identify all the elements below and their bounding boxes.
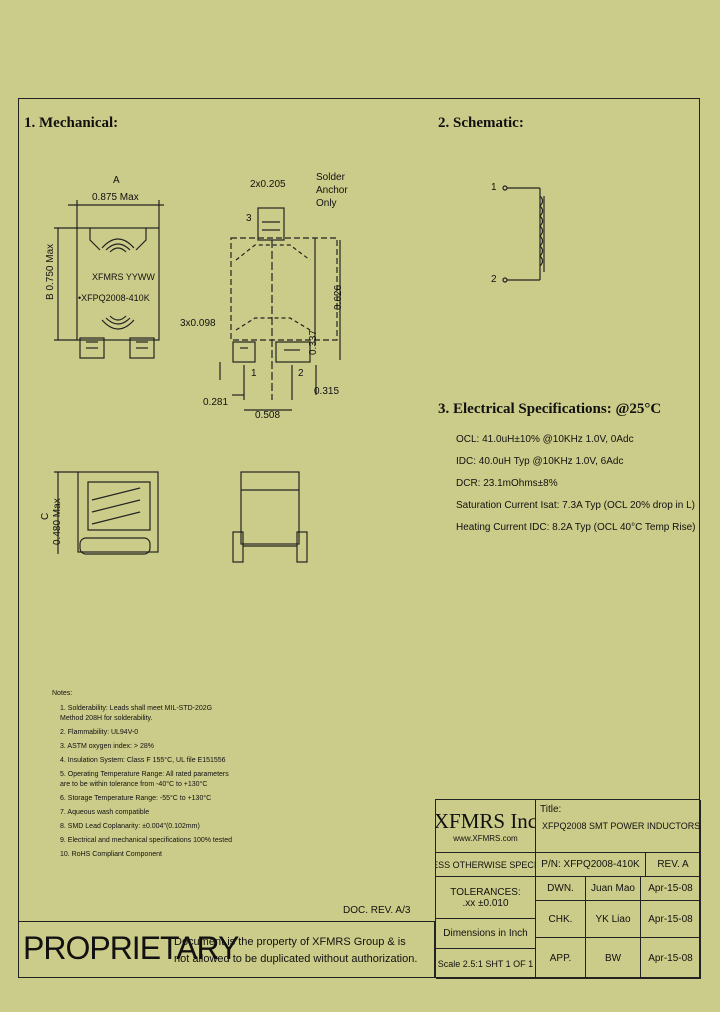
dims-cell: Dimensions in Inch: [436, 919, 536, 949]
footprint-outline: [230, 237, 338, 341]
proprietary-bar: PROPRIETARY Document is the property of …: [18, 921, 435, 978]
note-item: 4. Insulation System: Class F 155°C, UL …: [60, 757, 226, 764]
note-item: 8. SMD Lead Coplanarity: ±0.004"(0.102mm…: [60, 823, 200, 830]
dim-0315-label: 0.315: [314, 386, 340, 397]
top-view-body: [76, 227, 160, 341]
dim-0626-label: 0.626: [333, 284, 344, 310]
company-cell: XFMRS Inc www.XFMRS.com: [436, 800, 536, 853]
notes-list: 1. Solderability: Leads shall meet MIL-S…: [60, 704, 232, 860]
dim-0337-label: 0.337: [308, 329, 319, 355]
note-item: 2. Flammability: UL94V-0: [60, 729, 139, 736]
pin-1-label: 1: [251, 368, 257, 379]
proprietary-text: Document is the property of XFMRS Group …: [174, 936, 418, 965]
chk-date: Apr-15-08: [641, 901, 701, 938]
schematic-heading: 2. Schematic:: [438, 115, 524, 131]
title-label: Title:: [540, 804, 562, 815]
dim-b-label: B 0.750 Max: [45, 243, 56, 300]
doc-rev: DOC. REV. A/3: [343, 905, 411, 916]
side-view-body: [77, 471, 159, 553]
chk-name: YK Liao: [586, 901, 641, 938]
note-item: 10. RoHS Compliant Component: [60, 851, 162, 858]
dwn-date: Apr-15-08: [641, 877, 701, 901]
proprietary-label: PROPRIETARY: [23, 930, 239, 966]
note-item: 7. Aqueous wash compatible: [60, 809, 150, 816]
pin-3-label: 3: [246, 213, 252, 224]
spec-idc: IDC: 40.0uH Typ @10KHz 1.0V, 6Adc: [456, 456, 624, 467]
part-marking-bottom: •XFPQ2008-410K: [78, 293, 150, 303]
pin-2-label: 2: [298, 368, 304, 379]
note-item: 5. Operating Temperature Range: All rate…: [60, 771, 229, 778]
note-item: 9. Electrical and mechanical specificati…: [60, 837, 232, 844]
spec-ocl: OCL: 41.0uH±10% @10KHz 1.0V, 0Adc: [456, 434, 634, 445]
note-item: Method 208H for solderability.: [60, 715, 153, 722]
dwn-label: DWN.: [536, 877, 586, 901]
dim-a-label: A: [113, 175, 120, 186]
unless-cell: UNLESS OTHERWISE SPECIFIED: [436, 853, 536, 877]
dim-0281-label: 0.281: [203, 397, 229, 408]
pad-3x-label: 3x0.098: [180, 318, 216, 329]
dim-a-value: 0.875 Max: [92, 192, 139, 203]
electrical-heading: 3. Electrical Specifications: @25°C: [438, 401, 662, 417]
scale-cell: Scale 2.5:1 SHT 1 OF 1: [436, 949, 536, 979]
rev-cell: REV. A: [646, 853, 701, 877]
pn-cell: P/N: XFPQ2008-410K: [536, 853, 646, 877]
dwn-name: Juan Mao: [586, 877, 641, 901]
tolerances-label: TOLERANCES:: [450, 886, 521, 898]
note-item: 6. Storage Temperature Range: -55°C to +…: [60, 795, 212, 802]
dim-c-value: 0.480 Max: [52, 498, 63, 545]
app-name: BW: [586, 938, 641, 979]
schematic-pin-2: 2: [491, 274, 497, 285]
app-date: Apr-15-08: [641, 938, 701, 979]
note-item: 3. ASTM oxygen index: > 28%: [60, 743, 154, 750]
side-view-right: [240, 471, 300, 545]
solder-anchor-note: Solder Anchor Only: [316, 172, 348, 209]
tolerances-value: .xx ±0.010: [462, 897, 509, 909]
schematic-pin-1: 1: [491, 182, 497, 193]
note-item: are to be within tolerance from -40°C to…: [60, 781, 208, 788]
company-name: XFMRS Inc: [436, 809, 536, 833]
dim-0508-label: 0.508: [255, 410, 281, 421]
note-item: 1. Solderability: Leads shall meet MIL-S…: [60, 705, 213, 712]
app-label: APP.: [536, 938, 586, 979]
spec-isat: Saturation Current Isat: 7.3A Typ (OCL 2…: [456, 500, 696, 511]
title-cell: Title: XFPQ2008 SMT POWER INDUCTORS: [536, 800, 701, 853]
chk-label: CHK.: [536, 901, 586, 938]
pad-width-label: 2x0.205: [250, 179, 286, 190]
spec-dcr: DCR: 23.1mOhms±8%: [456, 478, 558, 489]
spec-heating: Heating Current IDC: 8.2A Typ (OCL 40°C …: [456, 522, 696, 533]
drawing-frame: [18, 98, 700, 978]
title-block: XFMRS Inc www.XFMRS.com Title: XFPQ2008 …: [435, 799, 701, 979]
tolerance-cell: TOLERANCES: .xx ±0.010: [436, 877, 536, 919]
part-marking-top: XFMRS YYWW: [92, 272, 155, 282]
notes-title: Notes:: [52, 690, 73, 697]
dim-c-label: C: [40, 512, 51, 520]
title-value: XFPQ2008 SMT POWER INDUCTORS: [542, 821, 701, 831]
mechanical-heading: 1. Mechanical:: [24, 115, 119, 131]
company-website: www.XFMRS.com: [453, 834, 518, 843]
